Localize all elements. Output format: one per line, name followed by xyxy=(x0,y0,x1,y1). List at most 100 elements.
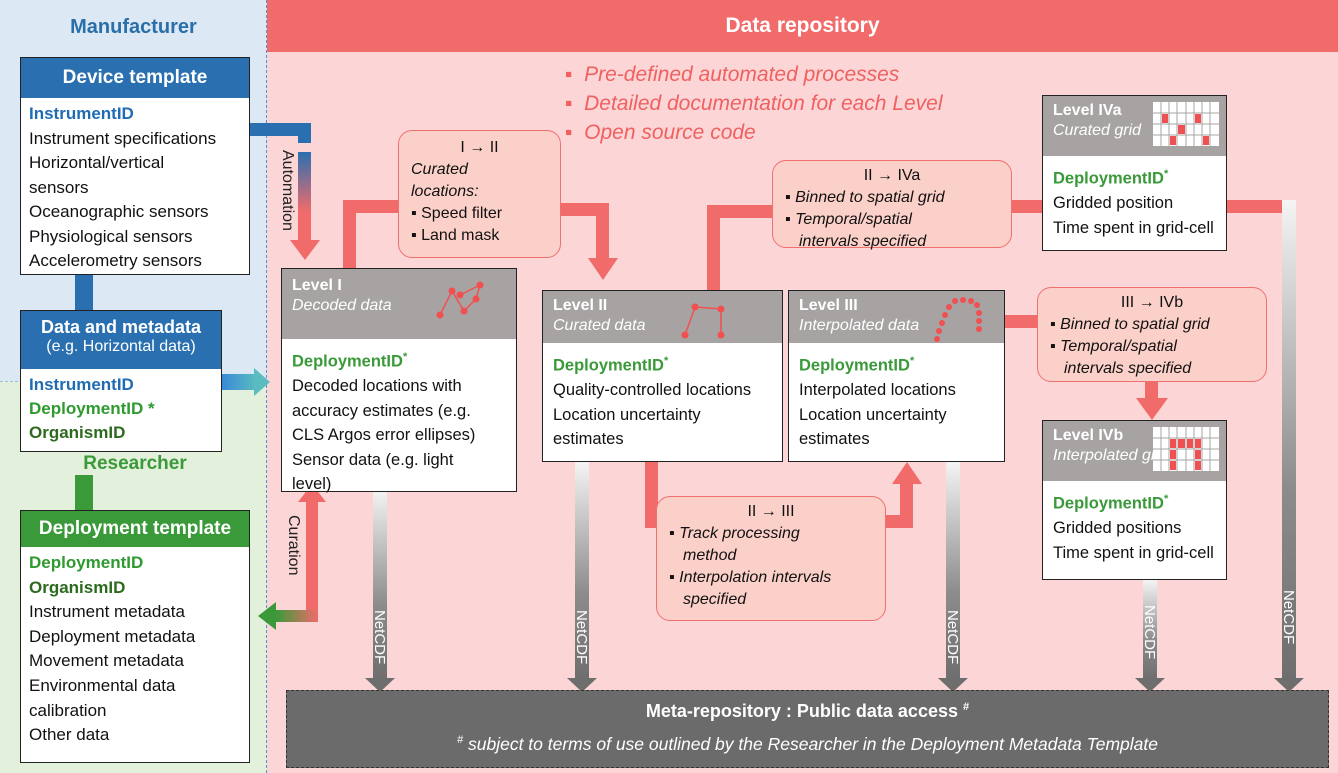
device-item: Oceanographic sensors xyxy=(29,202,209,221)
process-bullet: ▪ Interpolation intervals xyxy=(669,569,832,586)
automation-gradient xyxy=(298,152,311,212)
feature-item: ▪ Open source code xyxy=(565,121,756,144)
deployment-item: Other data xyxy=(29,725,110,745)
deployment-item: Deployment metadata xyxy=(29,626,196,646)
arrow-data-to-level1 xyxy=(222,374,257,390)
deployment-id: DeploymentID* xyxy=(1053,168,1169,188)
automation-connector-top xyxy=(250,123,310,136)
device-item: Physiological sensors xyxy=(29,226,193,246)
meta-repository-box: Meta-repository : Public data access # #… xyxy=(286,690,1329,768)
level-4a-card: Level IVa Curated grid DeploymentID* Gri… xyxy=(1042,95,1227,251)
flow-p24a-to-l4a xyxy=(1010,200,1045,213)
device-item: sensors xyxy=(29,177,89,197)
device-template-card: Device template InstrumentID Instrument … xyxy=(20,57,250,275)
arrow-to-l4b-head xyxy=(1136,398,1168,420)
level-subtitle: Interpolated data xyxy=(799,317,920,334)
level-line: estimates xyxy=(553,430,624,448)
process-bullet: ▪ Speed filter xyxy=(411,205,503,222)
level-line: Gridded position xyxy=(1053,194,1174,212)
scatter-track-icon xyxy=(436,281,484,319)
flow-l1-right xyxy=(343,200,401,213)
process-title: II → III xyxy=(747,503,795,520)
level-line: accuracy estimates (e.g. xyxy=(292,401,471,420)
automation-connector-drop xyxy=(298,123,311,143)
manufacturer-label: Manufacturer xyxy=(70,16,197,38)
netcdf-bar-l2 xyxy=(575,462,589,680)
repository-header: Data repository xyxy=(267,0,1338,52)
process-iii-to-ivb: III → IVb ▪ Binned to spatial grid ▪ Tem… xyxy=(1037,287,1267,382)
automation-label: Automation xyxy=(279,150,296,231)
data-metadata-subtitle: (e.g. Horizontal data) xyxy=(46,338,196,355)
process-line: specified xyxy=(683,591,747,608)
level-line: level) xyxy=(292,475,332,493)
netcdf-arrow-l2 xyxy=(567,678,597,692)
level-subtitle: Curated data xyxy=(553,317,646,334)
device-item: Instrument specifications xyxy=(29,128,217,148)
deployment-id: DeploymentID* xyxy=(799,355,915,375)
netcdf-arrow-l3 xyxy=(938,678,968,692)
level-title: Level IVb xyxy=(1053,427,1124,444)
data-metadata-item: DeploymentID * xyxy=(29,399,155,418)
netcdf-bar-l4a xyxy=(1282,200,1296,680)
level-line: estimates xyxy=(799,430,870,448)
meta-repository-title: Meta-repository : Public data access # xyxy=(645,701,970,721)
level-subtitle: Interpolated grid xyxy=(1053,447,1169,464)
level-line: Location uncertainty xyxy=(553,405,701,424)
level-line: Quality-controlled locations xyxy=(553,381,752,399)
deployment-id: DeploymentID* xyxy=(292,351,408,371)
process-line: intervals specified xyxy=(1064,360,1192,377)
deployment-id: DeploymentID* xyxy=(553,355,669,375)
feature-item: ▪ Detailed documentation for each Level xyxy=(565,92,943,115)
level-1-card: Level I Decoded data DeploymentID* Decod… xyxy=(281,268,517,493)
netcdf-arrow-l1 xyxy=(365,678,395,692)
grid-icon xyxy=(1153,427,1219,471)
process-ii-to-iva: II → IVa ▪ Binned to spatial grid ▪ Temp… xyxy=(772,160,1012,250)
process-bullet: ▪ Binned to spatial grid xyxy=(785,189,945,206)
data-metadata-item: InstrumentID xyxy=(29,375,134,394)
level-line: Time spent in grid-cell xyxy=(1053,218,1214,237)
automation-arrow-head xyxy=(290,240,320,260)
grid-icon xyxy=(1153,102,1219,146)
data-metadata-item: OrganismID xyxy=(29,423,126,442)
process-bullet: ▪ Temporal/spatial xyxy=(785,211,912,228)
flow-l4a-right xyxy=(1225,200,1295,213)
automation-bar xyxy=(298,212,311,246)
flow-to-l2-down xyxy=(596,203,609,263)
deployment-template-title: Deployment template xyxy=(21,511,249,547)
netcdf-label: NetCDF xyxy=(371,610,388,665)
arrow-to-l3-head xyxy=(892,462,922,484)
data-metadata-title: Data and metadata xyxy=(40,317,202,337)
feature-item: ▪ Pre-defined automated processes xyxy=(565,63,900,86)
netcdf-bar-l4b xyxy=(1143,580,1157,680)
level-line: Time spent in grid-cell xyxy=(1053,543,1214,562)
level-line: Decoded locations with xyxy=(292,377,462,395)
meta-repository-note: # subject to terms of use outlined by th… xyxy=(456,734,1158,754)
deployment-item: Environmental data xyxy=(29,675,176,695)
level-line: Sensor data (e.g. light xyxy=(292,450,454,469)
flow-l2-up xyxy=(707,205,720,290)
level-3-card: Level III Interpolated data DeploymentID… xyxy=(788,290,1005,462)
process-bullet: ▪ Binned to spatial grid xyxy=(1050,316,1210,333)
device-item: Horizontal/vertical xyxy=(29,153,165,172)
netcdf-arrow-l4b xyxy=(1135,678,1165,692)
flow-l2-to-p24a xyxy=(707,205,775,218)
netcdf-label: NetCDF xyxy=(1280,590,1297,645)
device-item: Accelerometry sensors xyxy=(29,251,202,270)
deployment-item: Movement metadata xyxy=(29,651,184,671)
netcdf-label: NetCDF xyxy=(573,610,590,665)
curated-track-icon xyxy=(681,303,725,339)
netcdf-bar-l3 xyxy=(946,462,960,680)
level-subtitle: Decoded data xyxy=(292,297,392,314)
level-subtitle: Curated grid xyxy=(1053,122,1142,139)
curation-bar xyxy=(306,500,318,620)
process-bullet: ▪ Land mask xyxy=(411,227,500,244)
repository-features: ▪ Pre-defined automated processes ▪ Deta… xyxy=(565,60,943,147)
data-metadata-card: Data and metadata (e.g. Horizontal data)… xyxy=(20,310,222,452)
netcdf-label: NetCDF xyxy=(1141,605,1158,660)
level-title: Level III xyxy=(799,297,858,314)
level-2-card: Level II Curated data DeploymentID* Qual… xyxy=(542,290,783,462)
arrow-data-to-level1-head xyxy=(254,368,270,396)
deployment-id: DeploymentID* xyxy=(1053,493,1169,513)
deployment-template-card: Deployment template DeploymentID Organis… xyxy=(20,510,250,763)
data-metadata-header: Data and metadata (e.g. Horizontal data) xyxy=(21,311,221,369)
